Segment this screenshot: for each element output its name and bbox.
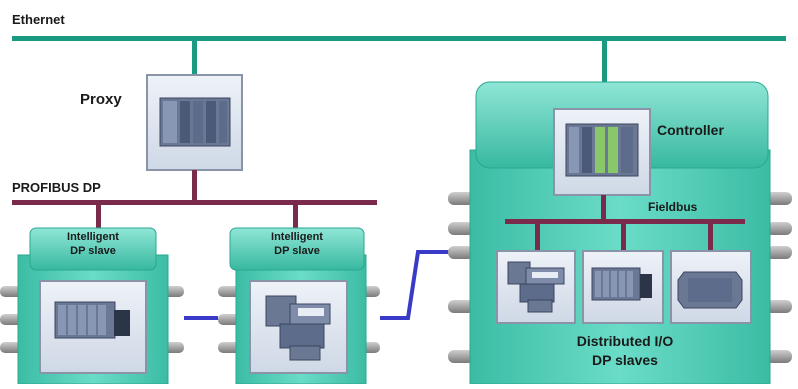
- profibus-drop-slave1: [96, 205, 101, 229]
- drive-icon: [677, 271, 743, 309]
- dp-link-slave2-dio: [380, 250, 450, 320]
- fieldbus-drop-3: [708, 224, 713, 251]
- dio-connectors-left: [448, 192, 474, 363]
- plc-rack-icon: [159, 97, 231, 147]
- dio-label: Distributed I/O DP slaves: [505, 332, 745, 370]
- plc-rack-icon: [565, 123, 639, 177]
- intelligent-dp-slave-2[interactable]: [218, 227, 380, 385]
- ethernet-drop-controller: [602, 41, 607, 109]
- fieldbus-label: Fieldbus: [648, 200, 698, 214]
- controller-module[interactable]: [448, 81, 792, 385]
- et200-stack-icon: [507, 261, 565, 313]
- fieldbus-drop-controller: [601, 195, 606, 220]
- fieldbus-bus: [505, 219, 745, 224]
- dio-connectors-right: [766, 192, 792, 363]
- slave1-label-line2: DP slave: [70, 245, 116, 257]
- proxy-device[interactable]: [146, 74, 243, 171]
- profibus-bus: [12, 200, 377, 205]
- controller-device[interactable]: [553, 108, 651, 196]
- distributed-io-device-2[interactable]: [582, 250, 664, 324]
- slave2-label-line1: Intelligent: [271, 231, 323, 243]
- distributed-io-device-1[interactable]: [496, 250, 576, 324]
- ethernet-bus: [12, 36, 786, 41]
- proxy-drop-profibus: [192, 170, 197, 201]
- proxy-label: Proxy: [80, 91, 122, 108]
- plc-module-icon: [591, 267, 652, 301]
- dio-label-line1: Distributed I/O: [576, 333, 674, 349]
- et200-stack-icon: [265, 295, 331, 361]
- dio-label-line2: DP slaves: [592, 352, 658, 368]
- slave1-label-line1: Intelligent: [67, 231, 119, 243]
- distributed-io-device-3[interactable]: [670, 250, 752, 324]
- intelligent-dp-slave-1[interactable]: [0, 227, 184, 385]
- slave2-label-line2: DP slave: [274, 245, 320, 257]
- controller-label: Controller: [657, 122, 724, 138]
- profibus-drop-slave2: [293, 205, 298, 229]
- slave1-label: Intelligent DP slave: [30, 230, 156, 258]
- slave2-label: Intelligent DP slave: [230, 230, 364, 258]
- fieldbus-drop-2: [621, 224, 626, 251]
- plc-module-icon: [54, 301, 130, 339]
- ethernet-label: Ethernet: [12, 12, 65, 27]
- fieldbus-drop-1: [535, 224, 540, 251]
- profibus-label: PROFIBUS DP: [12, 180, 101, 195]
- ethernet-drop-proxy: [192, 41, 197, 75]
